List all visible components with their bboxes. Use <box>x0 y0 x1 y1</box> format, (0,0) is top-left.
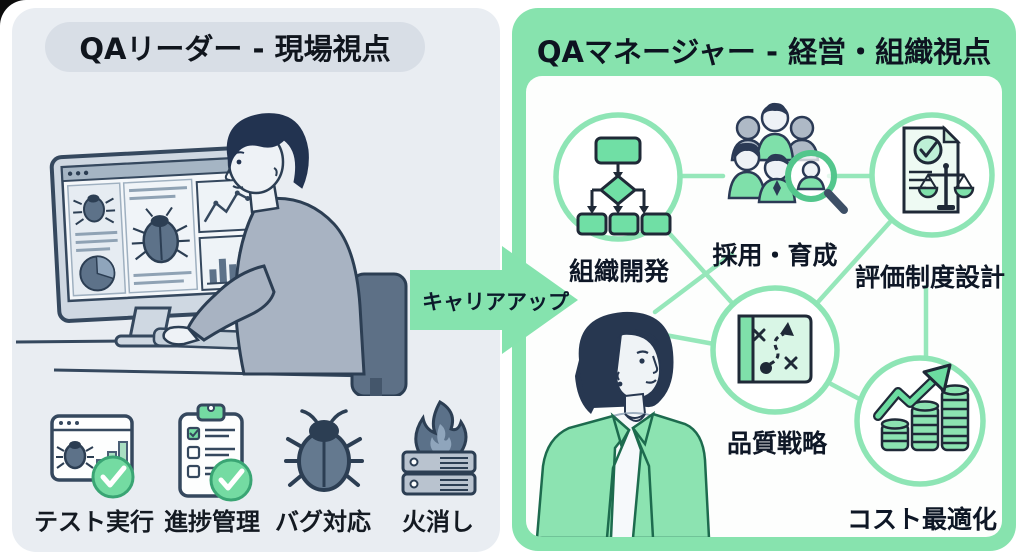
qa-manager-panel: QAマネージャー - 経営・組織視点 <box>512 8 1016 551</box>
scales-of-justice <box>917 163 975 210</box>
coins-growth-arrow-icon <box>854 355 986 487</box>
man-at-computer-illustration <box>15 113 408 396</box>
duty-label-firefight: 火消し <box>402 507 474 536</box>
test-run-browser-check-icon <box>50 414 135 499</box>
woman-manager-illustration <box>535 311 711 537</box>
big-bug-icon <box>131 206 190 264</box>
server-fire-icon <box>401 400 477 496</box>
node-label-quality-strategy: 品質戦略 <box>726 429 828 458</box>
duty-label-progress: 進捗管理 <box>164 507 260 536</box>
connector-lines <box>652 173 929 405</box>
line-chart-icon <box>195 178 259 234</box>
bug-icon <box>284 409 364 492</box>
qa-leader-title: QAリーダー - 現場視点 <box>45 22 425 72</box>
progress-clipboard-check-icon <box>178 403 253 502</box>
org-chart-icon <box>553 112 683 242</box>
small-bug-icon <box>73 194 116 226</box>
duty-label-test-run: テスト実行 <box>34 507 154 536</box>
hand <box>162 325 201 346</box>
career-up-label: キャリアアップ <box>422 290 569 314</box>
node-label-org-development: 組織開発 <box>568 257 670 286</box>
monitor-icon <box>49 144 278 323</box>
people-magnifier-icon <box>727 102 848 214</box>
qa-manager-title: QAマネージャー - 経営・組織視点 <box>536 35 992 69</box>
node-label-recruiting: 採用・育成 <box>712 241 838 270</box>
document-scales-icon <box>869 112 995 238</box>
strategy-map-icon <box>710 285 840 415</box>
duty-label-bugfix: バグ対応 <box>275 507 371 536</box>
node-label-cost-optimization: コスト最適化 <box>846 505 998 534</box>
node-label-evaluation-design: 評価制度設計 <box>854 263 1006 292</box>
ear <box>273 167 278 177</box>
corner-artifact <box>0 0 26 26</box>
network-illustration <box>535 102 995 537</box>
man-figure <box>162 113 366 376</box>
career-up-arrow <box>410 246 578 354</box>
pie-chart-icon <box>79 255 116 292</box>
qa-manager-network <box>526 76 1002 537</box>
qa-leader-panel: QAリーダー - 現場視点 <box>12 8 500 552</box>
